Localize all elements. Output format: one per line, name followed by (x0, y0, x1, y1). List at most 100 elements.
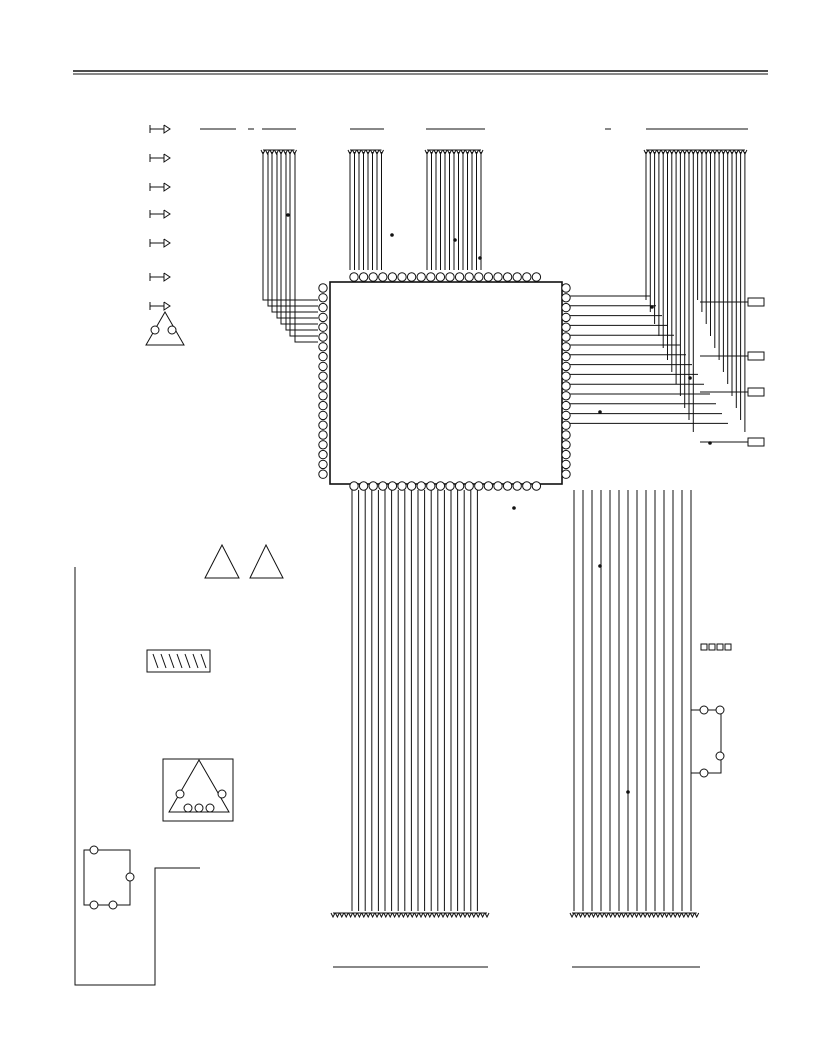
terminal (699, 768, 709, 778)
terminal (108, 900, 118, 910)
power-arrow (163, 182, 171, 192)
ic-pin-top (358, 272, 369, 282)
wire (74, 567, 200, 986)
ic-pin-top (464, 272, 474, 282)
connector-pin (578, 912, 584, 919)
ic-pin-right (561, 430, 571, 440)
test-point (716, 643, 724, 651)
ic-pin-left (318, 302, 328, 313)
ic-pin-right (561, 342, 571, 352)
junction-dot (688, 376, 692, 380)
connector-pin (339, 912, 345, 919)
connector-pin (694, 912, 700, 919)
wire (267, 152, 318, 307)
ic-pin-right (561, 410, 571, 421)
junction-dot (598, 410, 602, 414)
connector-pin (378, 912, 384, 919)
junction-dot (286, 213, 290, 217)
wire (262, 152, 318, 301)
ic-pin-left (318, 351, 328, 362)
output-connector (747, 387, 765, 397)
connector-pin (462, 912, 468, 919)
connector-pin (418, 912, 424, 919)
ic-pin-right (561, 371, 571, 381)
ic-pin-right (561, 312, 571, 323)
connector-pin (659, 912, 665, 919)
connector-pin (343, 912, 349, 919)
terminal (183, 803, 193, 813)
terminal (89, 900, 99, 910)
ic-pin-bottom (512, 481, 522, 491)
connector-pin (621, 912, 627, 919)
ic-pin-bottom (416, 481, 426, 491)
ic-pin-top (483, 272, 494, 282)
connector-pin (608, 912, 614, 919)
connector-pin (573, 912, 579, 919)
wire (294, 152, 318, 343)
ic-pin-top (522, 272, 532, 282)
power-arrow (163, 301, 171, 311)
terminal (205, 803, 215, 813)
ic-pin-right (561, 302, 571, 313)
ic-pin-top (349, 272, 359, 282)
connector-pin (475, 912, 481, 919)
ic-pin-left (318, 459, 328, 470)
ic-pin-left (318, 322, 328, 332)
ic-pin-left (318, 342, 328, 352)
terminal (167, 325, 177, 335)
ic-pin-bottom (426, 481, 436, 491)
wire (276, 152, 318, 319)
ic-pin-right (561, 440, 571, 450)
wire (289, 152, 318, 337)
terminal (217, 789, 227, 799)
ic-pin-top (474, 272, 484, 282)
wire (285, 152, 318, 331)
ic-pin-left (318, 391, 328, 401)
connector-pin (383, 912, 389, 919)
ic-pin-left (318, 361, 328, 372)
regulator-box (690, 709, 722, 774)
connector-pin (642, 912, 648, 919)
ic-pin-top (493, 272, 503, 282)
ic-pin-left (318, 449, 328, 460)
ic-pin-left (318, 381, 328, 391)
ic-pin-bottom (493, 481, 503, 491)
connector-pin (387, 912, 393, 919)
ic-pin-right (561, 469, 571, 479)
output-connector (747, 351, 765, 361)
connector-pin (664, 912, 670, 919)
connector-pin (651, 912, 657, 919)
connector-pin (400, 912, 406, 919)
junction-dot (626, 790, 630, 794)
wire (168, 653, 175, 669)
ic-pin-bottom (474, 481, 484, 491)
power-arrow (163, 124, 171, 134)
output-connector (747, 437, 765, 447)
connector-pin (449, 912, 455, 919)
ic-pin-bottom (483, 481, 494, 491)
connector-pin (440, 912, 446, 919)
connector-pin (672, 912, 678, 919)
ic-pin-top (454, 272, 465, 282)
component-group (83, 213, 765, 910)
connector-pin (444, 912, 450, 919)
junction-dot (453, 238, 457, 242)
ic-pin-top (416, 272, 426, 282)
switch-module (83, 849, 131, 906)
connector-pin (668, 912, 674, 919)
connector-pin (484, 912, 490, 919)
wire (280, 152, 318, 325)
ic-pin-bottom (464, 481, 474, 491)
ic-pin-bottom (368, 481, 378, 491)
ic-pin-bottom (445, 481, 455, 491)
connector-pin (603, 912, 609, 919)
ic-pin-right (561, 361, 571, 372)
connector-pin (392, 912, 398, 919)
connector-pin (569, 912, 575, 919)
ic-pin-left (318, 469, 328, 479)
connector-pin (586, 912, 592, 919)
connector-pin (689, 912, 695, 919)
ic-pin-right (561, 332, 571, 342)
microcontroller-ic (329, 281, 563, 485)
